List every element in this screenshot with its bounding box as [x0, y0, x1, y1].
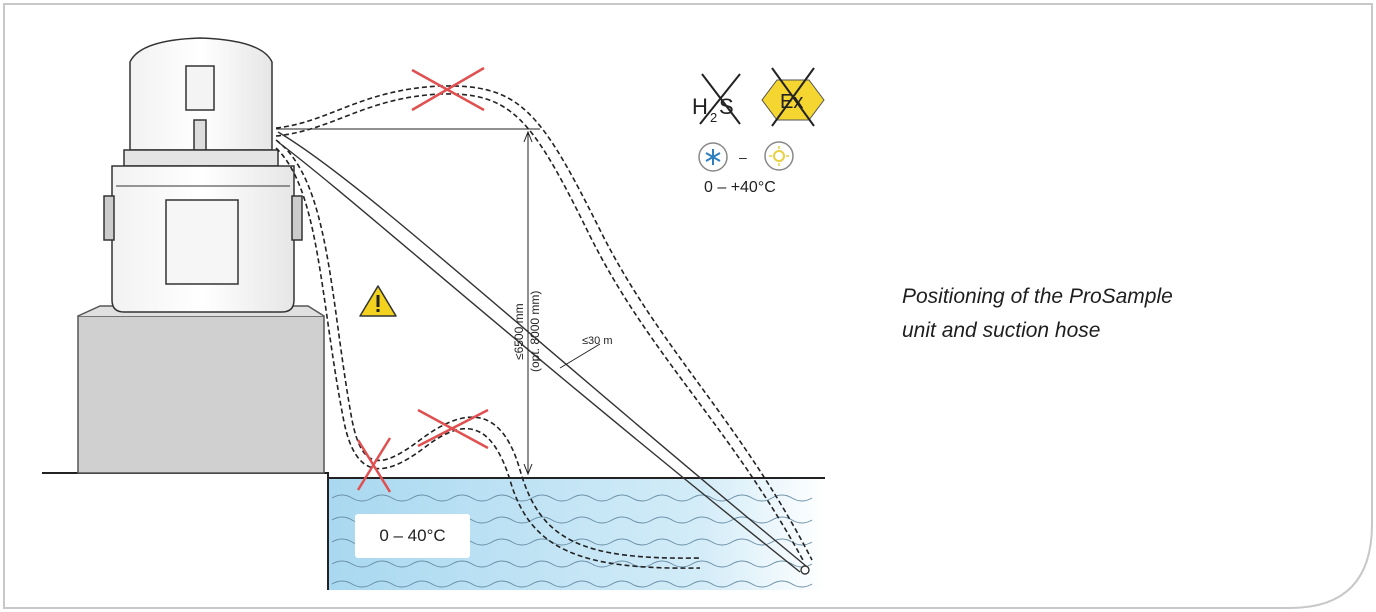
warning-triangle-icon [359, 285, 397, 317]
cross-mark-icon [411, 66, 485, 112]
diagram-caption: Positioning of the ProSample unit and su… [902, 280, 1282, 348]
height-label-optional: (opt. 8000 mm) [528, 291, 542, 372]
ambient-temp-label: 0 – +40°C [704, 179, 776, 196]
caption-line-2: unit and suction hose [902, 319, 1101, 342]
hose-incorrect-routes [275, 85, 813, 569]
cross-mark-icon [417, 408, 489, 450]
h2s-forbidden-icon: H 2 S [692, 73, 741, 125]
pedestal [77, 315, 325, 474]
temp-dash: – [739, 149, 747, 165]
cross-mark-icon [356, 437, 392, 493]
card-border [3, 3, 1373, 609]
prosample-unit [103, 37, 303, 313]
hose-length-label: ≤30 m [582, 335, 613, 347]
h2s-2: 2 [710, 110, 717, 125]
water-temp-label: 0 – 40°C [355, 514, 470, 558]
hose-length-leader [559, 343, 601, 369]
ex-forbidden-icon: Ex [761, 67, 825, 127]
h2s-h: H [692, 94, 708, 119]
caption-line-1: Positioning of the ProSample [902, 285, 1173, 308]
sun-icon [764, 141, 794, 171]
ground-line [42, 472, 329, 590]
height-label-main: ≤6500 mm [512, 303, 526, 360]
water-waves [331, 494, 813, 588]
height-dimension [276, 128, 540, 476]
frost-icon [698, 142, 728, 172]
hose-correct-route [277, 131, 810, 575]
